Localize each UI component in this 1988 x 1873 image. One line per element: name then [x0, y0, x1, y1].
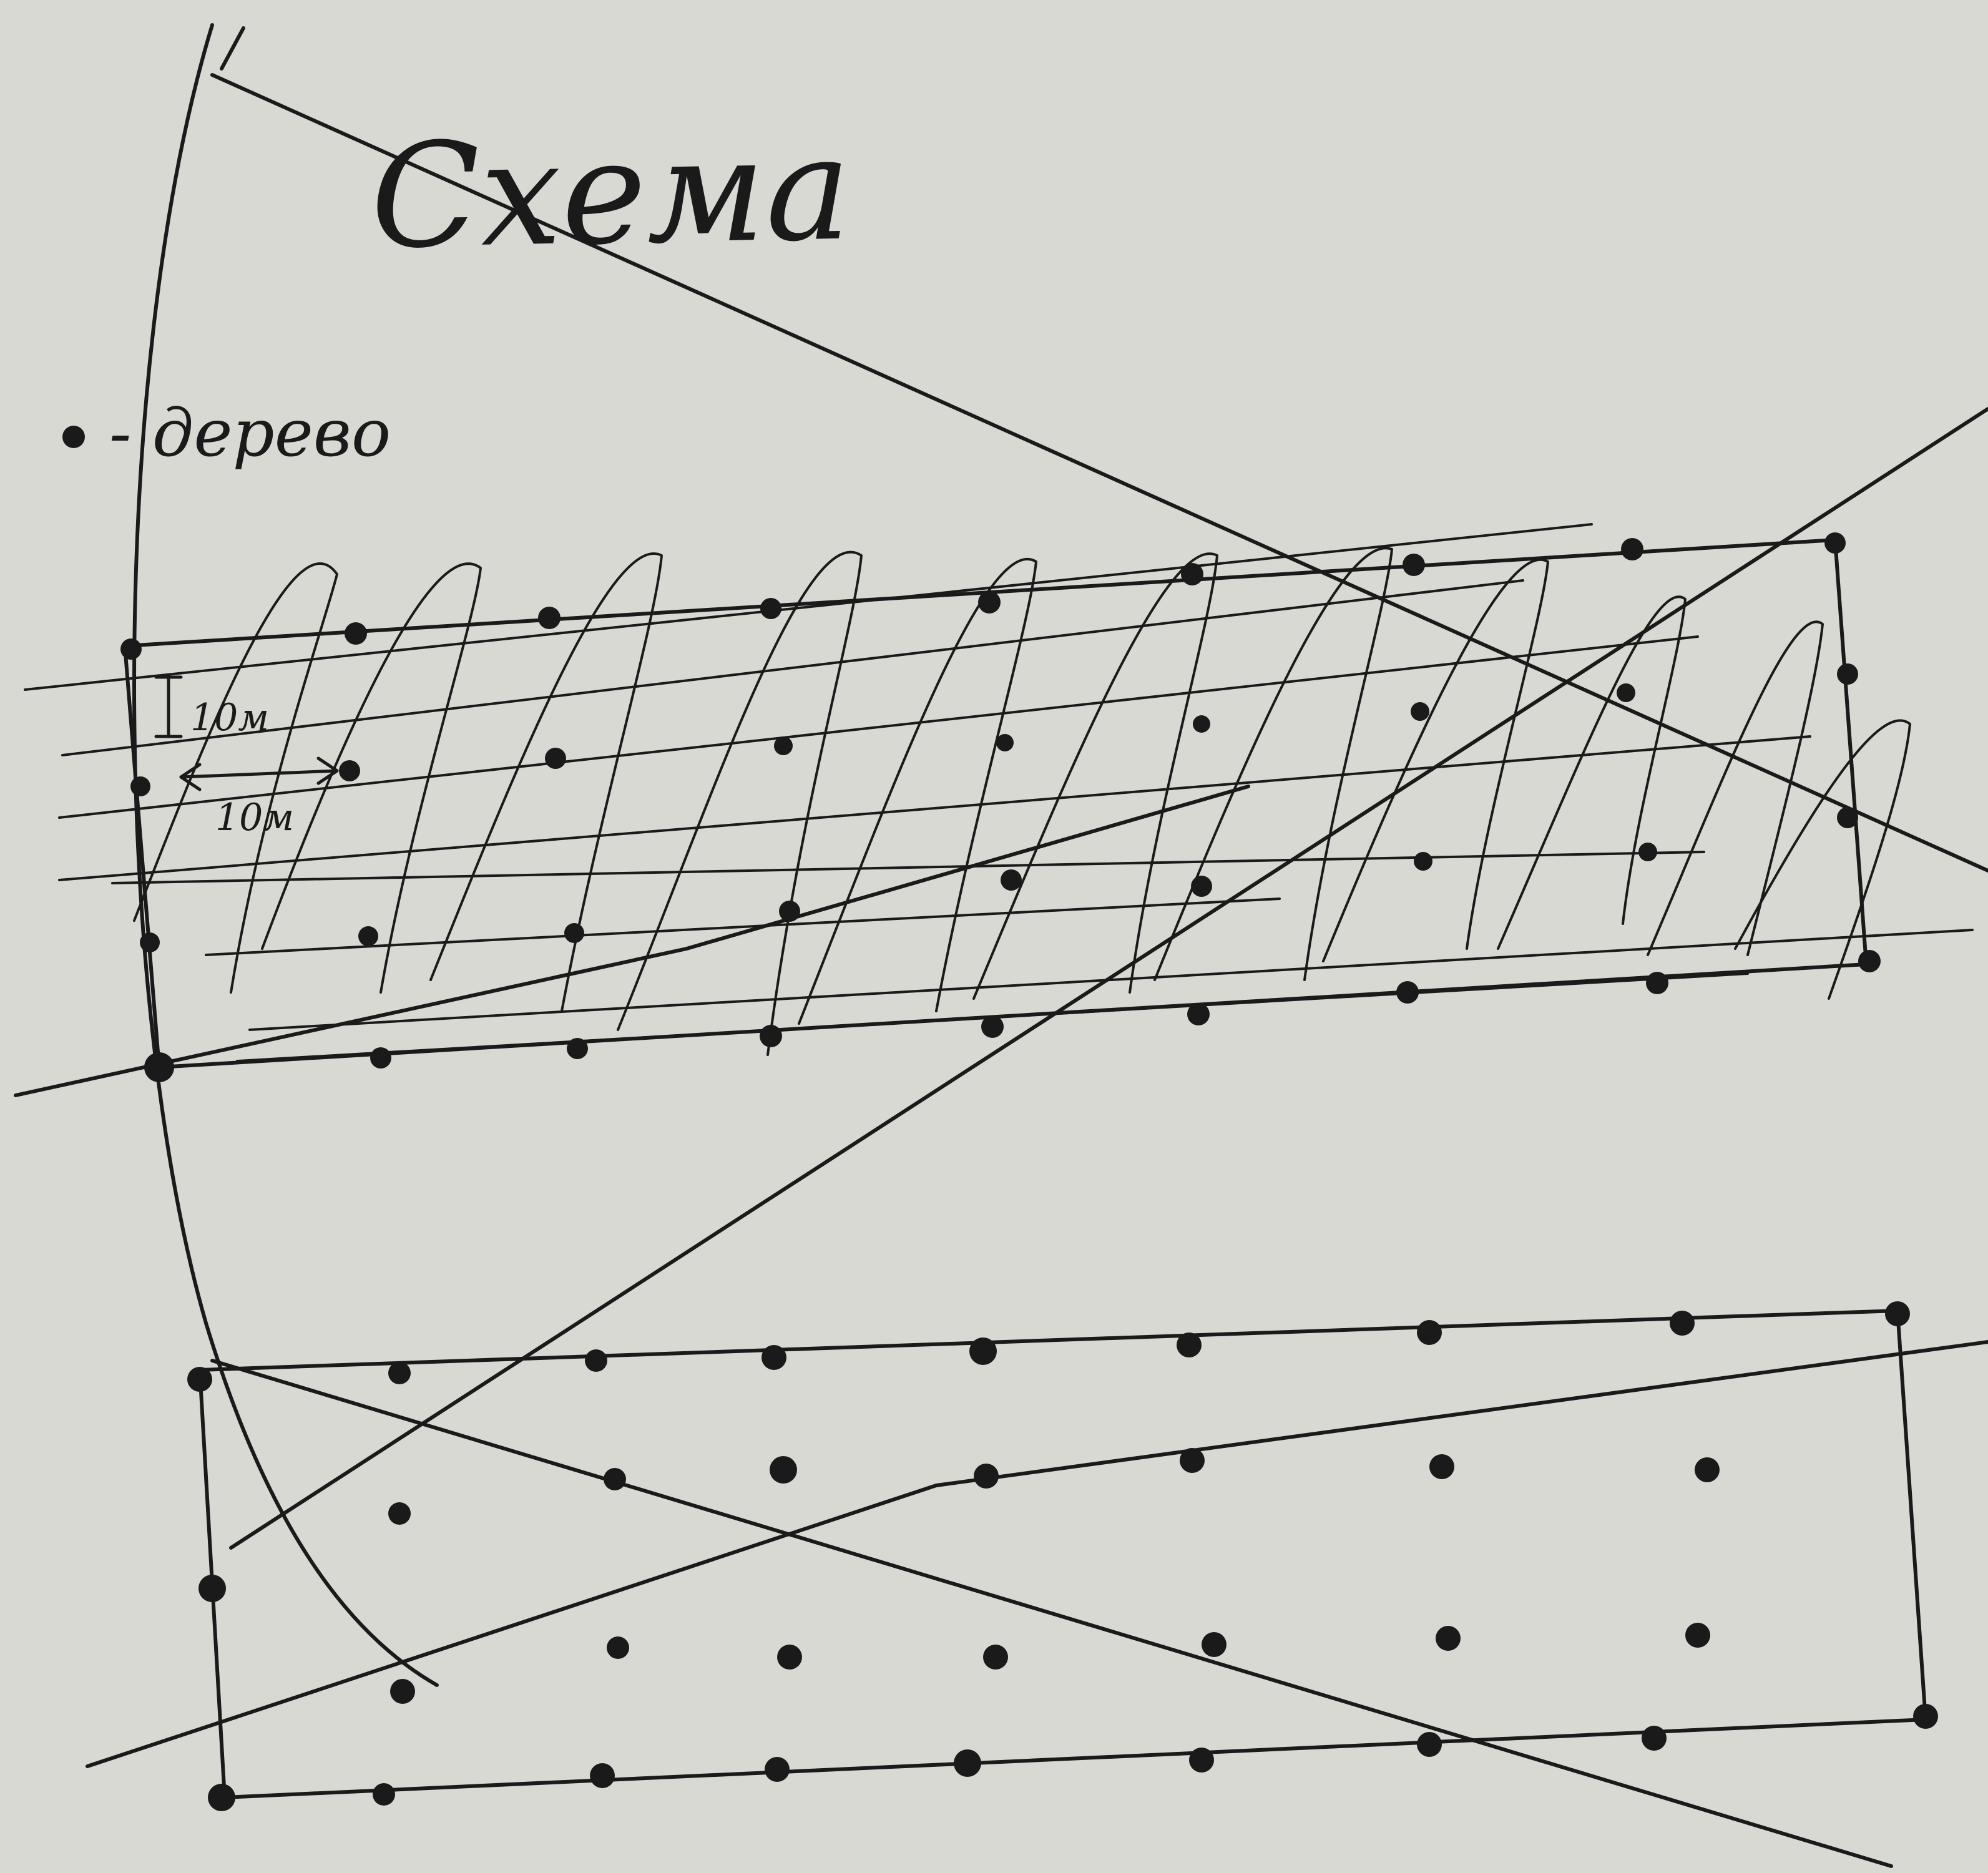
tree-dot [1436, 1626, 1461, 1651]
tree-dot [978, 591, 1001, 614]
diagonal-line-1 [210, 73, 1988, 873]
upper-plot-trees [120, 532, 1881, 1082]
tree-dot [1411, 702, 1429, 721]
tree-dot [140, 932, 160, 952]
tree-dot [1858, 950, 1881, 972]
tree-dot [974, 1464, 999, 1489]
tree-dot [1885, 1301, 1910, 1326]
tree-dot [983, 1645, 1008, 1670]
tree-dot [187, 1367, 212, 1392]
tree-dot [1181, 563, 1203, 585]
arc-line [132, 23, 439, 1687]
tree-dot [130, 776, 150, 796]
tree-dot [996, 734, 1014, 751]
tree-dot [765, 1757, 790, 1782]
tree-dot [1191, 876, 1212, 897]
sketch-title: Схема [369, 106, 852, 281]
tree-dot [1417, 1320, 1442, 1345]
tree-dot [144, 1052, 174, 1082]
tree-dot [370, 1047, 391, 1069]
tree-dot [585, 1349, 607, 1372]
tree-dot [969, 1338, 997, 1365]
tree-dot [1824, 532, 1846, 554]
tree-dot [545, 748, 566, 769]
tree-dot [779, 901, 800, 922]
tree-dot [1193, 715, 1210, 733]
tree-dot [1180, 1448, 1205, 1473]
tree-dot [567, 1038, 588, 1059]
tree-dot [1646, 972, 1668, 994]
tree-dot [1429, 1454, 1454, 1479]
scale-marks [154, 675, 339, 791]
tree-dot [1685, 1623, 1710, 1648]
tree-dot [760, 1025, 782, 1047]
legend-tree-dot [62, 426, 85, 448]
tree-dot [607, 1636, 629, 1659]
vertical-scale-label: 10м [190, 696, 269, 740]
tree-dot [390, 1679, 415, 1704]
tree-dot [1638, 843, 1657, 861]
tree-dot [1001, 869, 1022, 891]
diagonal-line-5 [86, 1340, 1988, 1768]
tree-dot [1617, 683, 1635, 702]
tree-dot [777, 1645, 802, 1670]
tree-dot [1403, 554, 1425, 576]
tree-dot [1414, 852, 1432, 871]
tree-dot [604, 1468, 626, 1490]
tree-dot [198, 1575, 226, 1602]
diagonal-line-4 [210, 1359, 1893, 1868]
tree-dot [1670, 1311, 1695, 1336]
tree-dot [120, 638, 142, 660]
tree-dot [345, 622, 367, 645]
tree-dot [1417, 1732, 1442, 1757]
tree-dot [590, 1763, 615, 1788]
tree-dot [564, 923, 584, 943]
horizontal-scale-label: 10м [215, 796, 294, 839]
tree-dot [388, 1362, 411, 1384]
tree-dot [1202, 1632, 1227, 1657]
tree-dot [774, 736, 793, 755]
tree-dot [954, 1749, 981, 1777]
tree-dot [770, 1456, 797, 1484]
arc-tick [220, 26, 245, 71]
tree-dot [388, 1502, 411, 1525]
tree-dot [1396, 981, 1419, 1004]
tree-dot [208, 1784, 235, 1811]
tree-dot [358, 926, 378, 946]
tree-dot [981, 1015, 1004, 1038]
tree-dot [538, 607, 561, 629]
upper-plot-scribbles [133, 547, 1911, 1056]
tree-dot [373, 1783, 395, 1806]
tree-dot [1642, 1726, 1667, 1751]
tree-dot [1837, 807, 1858, 828]
tree-dot [760, 598, 781, 619]
upper-plot-hatching [24, 523, 1974, 1062]
horizontal-scale-arrow [179, 769, 339, 779]
tree-dot [1913, 1704, 1938, 1729]
tree-dot [761, 1345, 786, 1370]
tree-dot [1177, 1333, 1202, 1357]
tree-dot [1187, 1003, 1210, 1025]
tree-dot [1695, 1457, 1720, 1482]
tree-dot [339, 760, 360, 781]
diagonal-line-3 [14, 785, 1250, 1097]
tree-dot [1621, 538, 1643, 560]
lower-plot-trees [187, 1301, 1938, 1811]
tree-dot [1837, 663, 1858, 685]
tree-dot [1189, 1748, 1214, 1773]
legend-tree-label: - дерево [109, 395, 391, 471]
